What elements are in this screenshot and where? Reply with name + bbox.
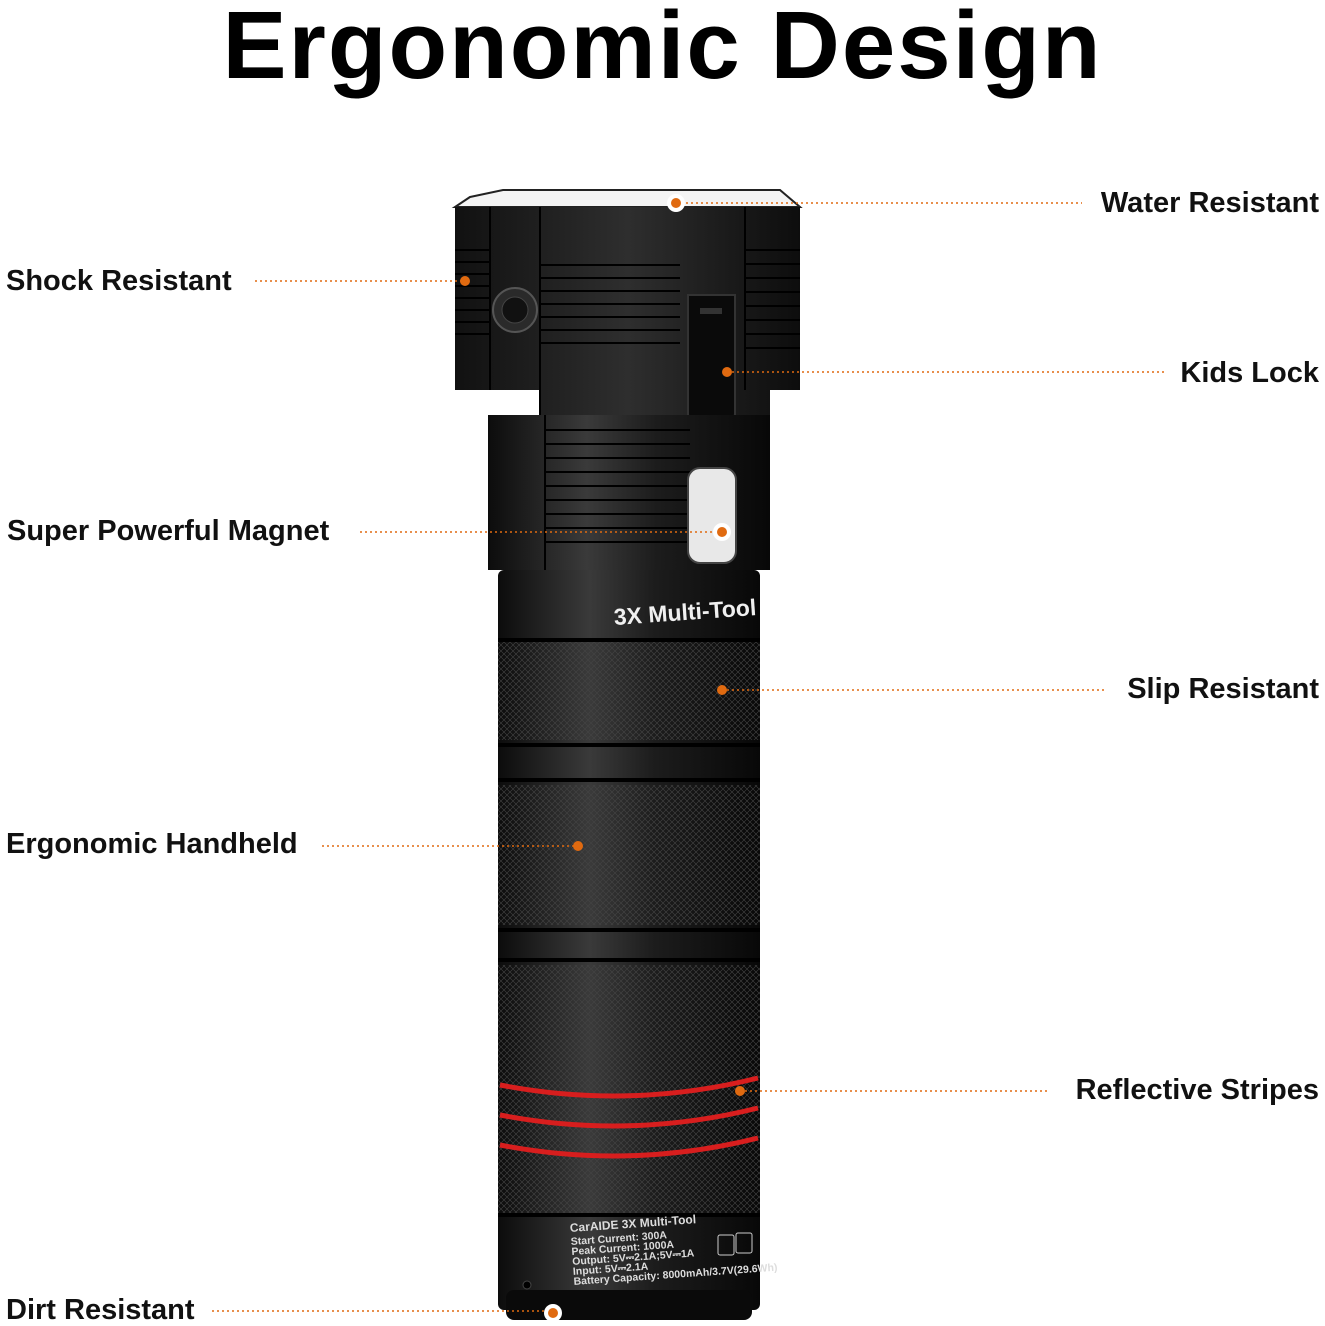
callout-kids-lock: Kids Lock [1180,357,1319,389]
callout-slip-resistant: Slip Resistant [1127,673,1319,705]
callout-dot-stripes [735,1086,745,1096]
callout-super-powerful-magnet: Super Powerful Magnet [7,515,330,547]
callout-dot-kids [722,367,732,377]
certification-marks [717,1232,753,1256]
callout-dot-magnet [713,523,731,541]
end-cap [506,1290,752,1320]
lens-face [451,189,803,208]
callout-dot-slip [717,685,727,695]
callout-dot-water [667,194,685,212]
neck-fins [545,429,690,543]
head-fins-right [745,249,800,349]
reflective-stripes [499,1075,759,1159]
callout-dot-shock [460,276,470,286]
knurl-section-2 [498,785,760,925]
callout-shock-resistant: Shock Resistant [6,265,232,297]
callout-ergonomic-handheld: Ergonomic Handheld [6,828,298,860]
knurl-section-1 [498,640,760,740]
page-title: Ergonomic Design [222,0,1103,99]
spec-line: Input: 5V⎓2.1A [573,1261,650,1278]
callout-dirt-resistant: Dirt Resistant [6,1294,195,1326]
head-fins-left [455,249,490,335]
callout-water-resistant: Water Resistant [1100,187,1319,219]
callout-reflective-stripes: Reflective Stripes [1075,1074,1319,1106]
magnet-plate [687,467,737,564]
head-fins-center [540,264,680,344]
callout-dot-dirt [544,1304,562,1322]
callout-dot-handheld [573,841,583,851]
